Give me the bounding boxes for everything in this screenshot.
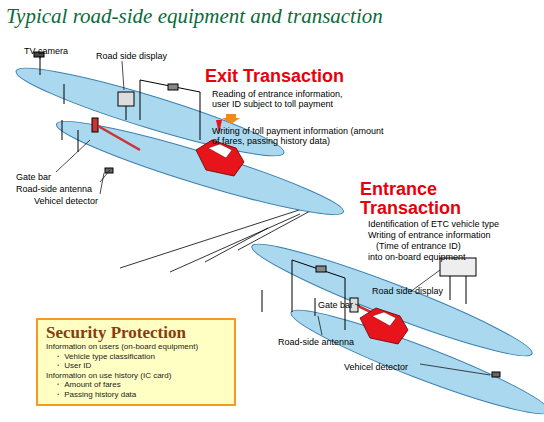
flow-arrow xyxy=(222,114,240,124)
part-label: Gate bar xyxy=(318,300,353,310)
part-label: Road-side antenna xyxy=(278,337,354,347)
box-text: ・ User ID xyxy=(46,361,226,371)
step-text: Identification of ETC vehicle type xyxy=(368,219,499,229)
part-label: Vehicel detector xyxy=(34,196,98,206)
step-text: Writing of entrance information xyxy=(368,230,490,240)
entrance-equipment xyxy=(262,258,500,377)
section-heading: Entrance Transaction xyxy=(360,180,475,218)
step-text: Reading of entrance information, user ID… xyxy=(212,89,362,109)
step-text: Writing of toll payment information (amo… xyxy=(212,126,387,146)
part-label: Vehicel detector xyxy=(344,362,408,372)
box-text: Information on users (on-board equipment… xyxy=(46,342,226,352)
part-label: Road side display xyxy=(96,51,167,61)
box-text: ・ Passing history data xyxy=(46,390,226,400)
part-label: Road-side antenna xyxy=(16,184,92,194)
car xyxy=(360,308,408,344)
step-text: into on-board equipment xyxy=(368,252,466,262)
box-text: Information on use history (IC card) xyxy=(46,371,226,381)
part-label: Road side display xyxy=(372,286,443,296)
box-text: ・ Amount of fares xyxy=(46,380,226,390)
box-text: ・ Vehicle type classification xyxy=(46,352,226,362)
box-heading: Security Protection xyxy=(46,323,226,342)
lane-island xyxy=(11,56,544,422)
security-box: Security ProtectionInformation on users … xyxy=(36,318,236,406)
leader-line xyxy=(40,56,490,375)
part-label: Gate bar xyxy=(16,172,51,182)
exit-equipment xyxy=(34,52,200,173)
part-label: TV camera xyxy=(24,46,68,56)
step-text: (Time of entrance ID) xyxy=(376,241,461,251)
section-heading: Exit Transaction xyxy=(205,67,344,86)
diagram-title: Typical road-side equipment and transact… xyxy=(6,4,383,28)
